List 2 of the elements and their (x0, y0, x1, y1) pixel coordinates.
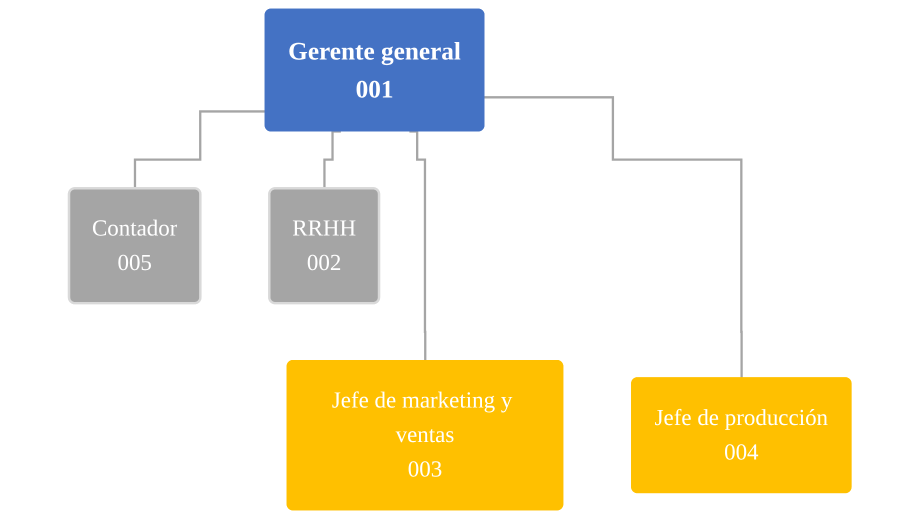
connector (484, 96, 744, 380)
connector (409, 130, 427, 362)
